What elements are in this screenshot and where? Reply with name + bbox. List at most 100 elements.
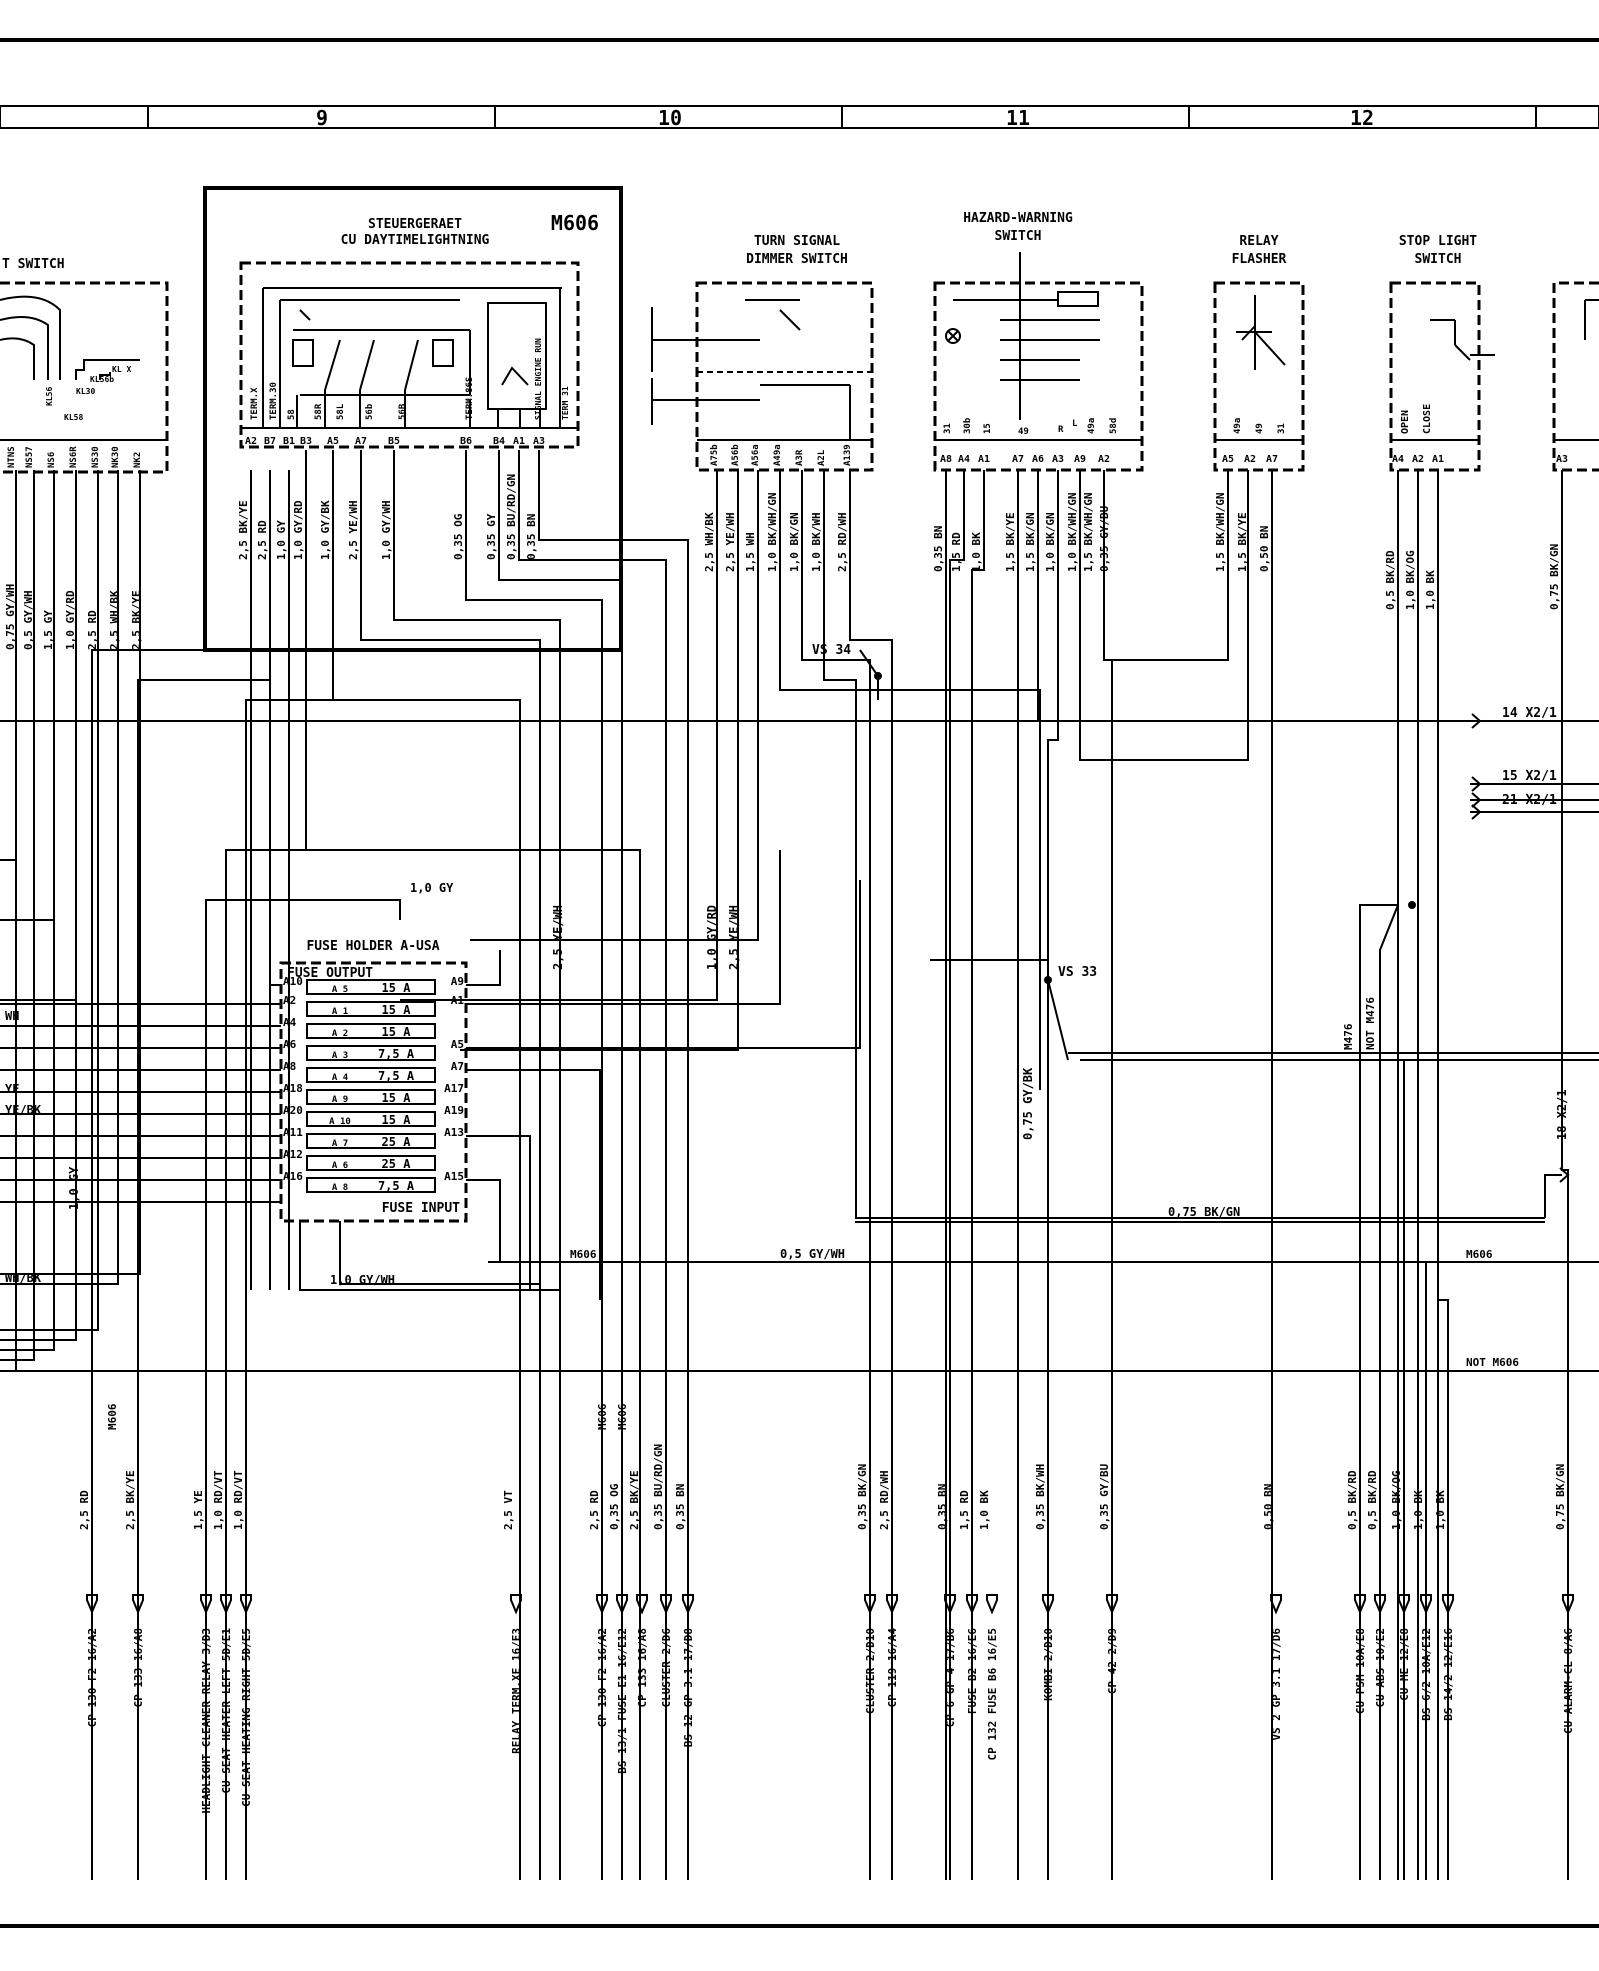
wire (1110, 470, 1229, 661)
fuse (306, 1045, 436, 1061)
m606-label: M606 (1466, 1248, 1493, 1261)
bottom-wire-label: 0,35 OG (608, 1483, 621, 1530)
bottom-destination: BS 6/2 10A/E12 (1420, 1628, 1433, 1721)
connector-mark (1471, 776, 1482, 792)
turn-signal-title-2: DIMMER SWITCH (746, 252, 848, 267)
junction-dot (874, 672, 882, 680)
svg-text:58R: 58R (314, 403, 324, 420)
bottom-wire-label: 0,35 GY/BU (1098, 1463, 1111, 1530)
fuse (306, 1089, 436, 1105)
svg-text:NK2: NK2 (133, 452, 143, 468)
wire-label: 0,35 OG (452, 513, 465, 560)
junction-dot (1408, 901, 1416, 909)
fuse-pin: A16 (283, 1170, 303, 1183)
bottom-destination: BS 14/2 12/E16 (1442, 1628, 1455, 1721)
connector-arrow (1420, 1594, 1432, 1615)
wire (339, 1221, 540, 1285)
svg-text:TERM.30: TERM.30 (269, 382, 279, 420)
wire-label: 1,0 BK/WH/GN (1066, 493, 1079, 572)
wire-label: 1,0 BK (1424, 570, 1437, 610)
wire-label: 1,5 BK/GN (1024, 512, 1037, 572)
wire (1438, 1299, 1449, 1880)
fuse-holder-title: FUSE HOLDER A-USA (306, 939, 439, 954)
wire (1379, 904, 1399, 1880)
fuse-pin: A20 (283, 1104, 303, 1117)
svg-text:NS6: NS6 (47, 452, 57, 468)
connector-15-label: 15 X2/1 (1502, 769, 1557, 784)
relay-flasher: RELAY FLASHER 49a 49 31 (1213, 234, 1305, 472)
fuse-input-label: FUSE INPUT (382, 1201, 460, 1216)
wire (1103, 470, 1113, 1880)
wire (332, 450, 521, 1880)
bottom-destination: BS 13/1 FUSE E1 16/E12 (616, 1628, 629, 1774)
connector-arrow (1374, 1594, 1386, 1615)
svg-text:58: 58 (287, 409, 297, 420)
wire (1403, 1059, 1418, 1880)
wire-label: YE/BK (5, 1103, 42, 1117)
wire-label: 2,5 BK/YE (237, 500, 250, 560)
svg-text:NS57: NS57 (25, 446, 35, 468)
pin-label: A7 (355, 436, 367, 447)
wire (205, 470, 290, 1880)
wire-label: 1,0 GY/WH (330, 1273, 395, 1287)
fuse (306, 979, 436, 995)
bottom-destination: VS 2 GP 3.1 17/D6 (1270, 1628, 1283, 1741)
fuse-amp: 7,5 A (378, 1069, 415, 1083)
bottom-destination: CP 130 F2 16/A2 (86, 1628, 99, 1727)
svg-text:SIGNAL ENGINE RUN: SIGNAL ENGINE RUN (534, 338, 543, 420)
wire (971, 470, 985, 1880)
wire-label: 0,35 GY/BU (1098, 505, 1111, 572)
wire (470, 470, 759, 941)
wire (0, 470, 17, 1372)
bottom-wire-label: 1,0 BK (1412, 1490, 1425, 1530)
svg-text:A49a: A49a (773, 444, 783, 466)
bottom-wire-label: 1,0 RD/VT (232, 1470, 245, 1530)
fuse (306, 1067, 436, 1083)
bottom-destination: CP 119 16/A4 (886, 1628, 899, 1708)
svg-text:L: L (1072, 419, 1078, 429)
wire-label: YE (5, 1082, 19, 1096)
wire (1079, 470, 1249, 761)
pin-label: A6 (1032, 454, 1044, 465)
wire-label: 1,0 GY (67, 1166, 81, 1210)
pin-label: A1 (513, 436, 525, 447)
fuse-pin: A18 (283, 1082, 303, 1095)
wire-network (0, 450, 1599, 1880)
wire-label: 0,5 GY/WH (22, 590, 35, 650)
wire (949, 470, 965, 1880)
pin-label: A1 (978, 454, 990, 465)
svg-text:A3R: A3R (795, 449, 805, 466)
wire-label: WH (5, 1009, 19, 1023)
wire-label: WH/BK (5, 1271, 42, 1285)
wire-label: 2,5 RD/WH (836, 512, 849, 572)
pin-label: B5 (388, 436, 400, 447)
svg-text:31: 31 (943, 423, 953, 434)
wire (299, 1221, 560, 1291)
fuse-id: A 2 (332, 1029, 348, 1039)
wire-label: 1,0 BK/OG (1404, 550, 1417, 610)
svg-text:NK30: NK30 (111, 446, 121, 468)
wire-label: 1,5 GY (42, 610, 55, 650)
fuse-id: A 7 (332, 1139, 348, 1149)
wire-label: 1,5 RD (950, 532, 963, 572)
stop-light-switch: STOP LIGHT SWITCH OPEN CLOSE (1389, 234, 1495, 472)
wire (305, 450, 641, 1880)
bottom-destination: FUSE B2 16/E6 (966, 1628, 979, 1714)
wire-label: 0,75 GY/BK (1021, 1067, 1035, 1140)
fuse-pin: A10 (283, 975, 303, 988)
fuse-pin: A5 (451, 1038, 464, 1051)
bottom-wire-label: 0,35 BN (936, 1484, 949, 1530)
pin-label: A2 (1098, 454, 1110, 465)
connector-arrow (220, 1594, 232, 1615)
bottom-wire-label: 1,0 BK (978, 1490, 991, 1530)
wire-label: 1,0 GY/RD (705, 905, 719, 970)
stop-light-title-1: STOP LIGHT (1399, 234, 1477, 249)
pin-label: B7 (264, 436, 276, 447)
wire (466, 1069, 601, 1300)
svg-text:15: 15 (983, 423, 993, 434)
wire (466, 950, 501, 986)
bottom-destination: BS 12 GP 3.1 17/D8 (682, 1628, 695, 1747)
connector-arrow (1270, 1594, 1282, 1615)
svg-text:TERM 31: TERM 31 (561, 386, 570, 420)
wire (823, 470, 1545, 1219)
